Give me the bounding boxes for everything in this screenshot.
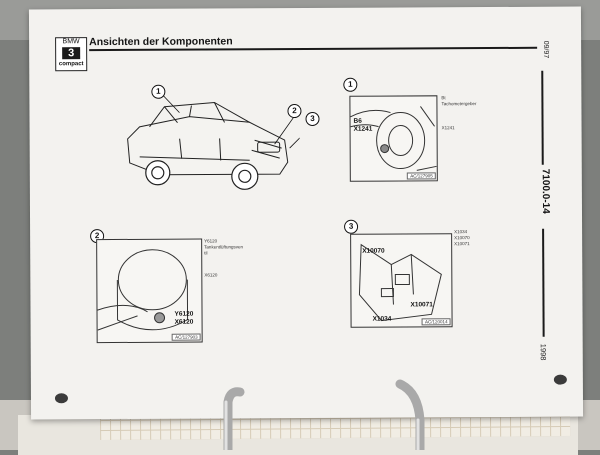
detail-2-image: AC/127903 — [96, 238, 203, 344]
detail-panel-3: 3 AC/120014 X10070 X10071 X1034 X1034 X1… — [342, 219, 488, 340]
car-overview-illustration: 1 2 3 — [119, 78, 320, 199]
detail-3-image: AC/120014 — [350, 233, 453, 328]
detail-1-image: AC/127905 — [349, 95, 438, 182]
detail-panel-2: 2 AC/127903 Y6120 X6120 Y6120 Tankentlüf… — [88, 228, 259, 349]
detail-panel-1: 1 AC/127905 B6 X1241 Bt Tachometergeber … — [341, 77, 482, 188]
car-drawing — [127, 95, 300, 190]
manual-page: BMW 3 compact Ansichten der Komponenten … — [28, 6, 584, 420]
